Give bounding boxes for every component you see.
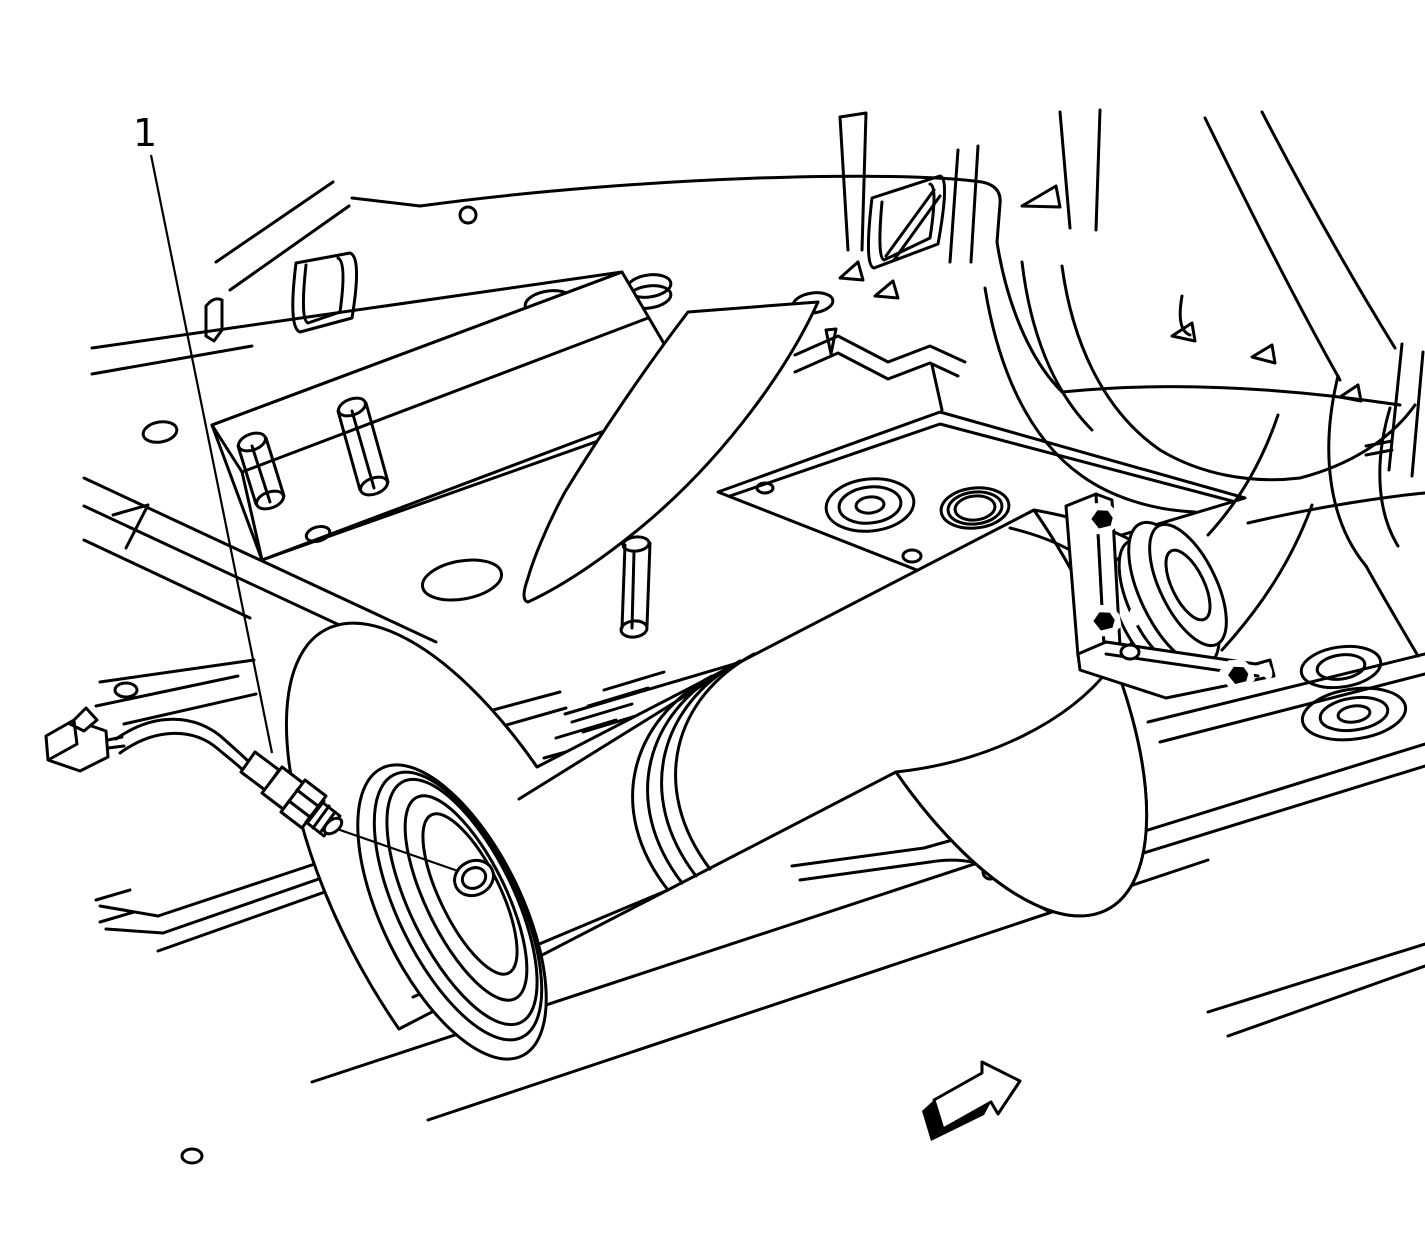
oxygen-sensor (44, 706, 460, 873)
bolt-icon (1217, 650, 1275, 695)
mounting-bracket (1064, 492, 1276, 700)
catalytic-converter (284, 413, 1314, 1061)
callout-leader-line (149, 154, 274, 754)
callout-1: 1 (133, 111, 274, 754)
callout-label: 1 (133, 111, 157, 155)
direction-arrow-icon (922, 1060, 1022, 1141)
sensor-wire (114, 717, 252, 765)
sensor-alignment-line (338, 828, 460, 873)
heat-shield (522, 300, 820, 604)
